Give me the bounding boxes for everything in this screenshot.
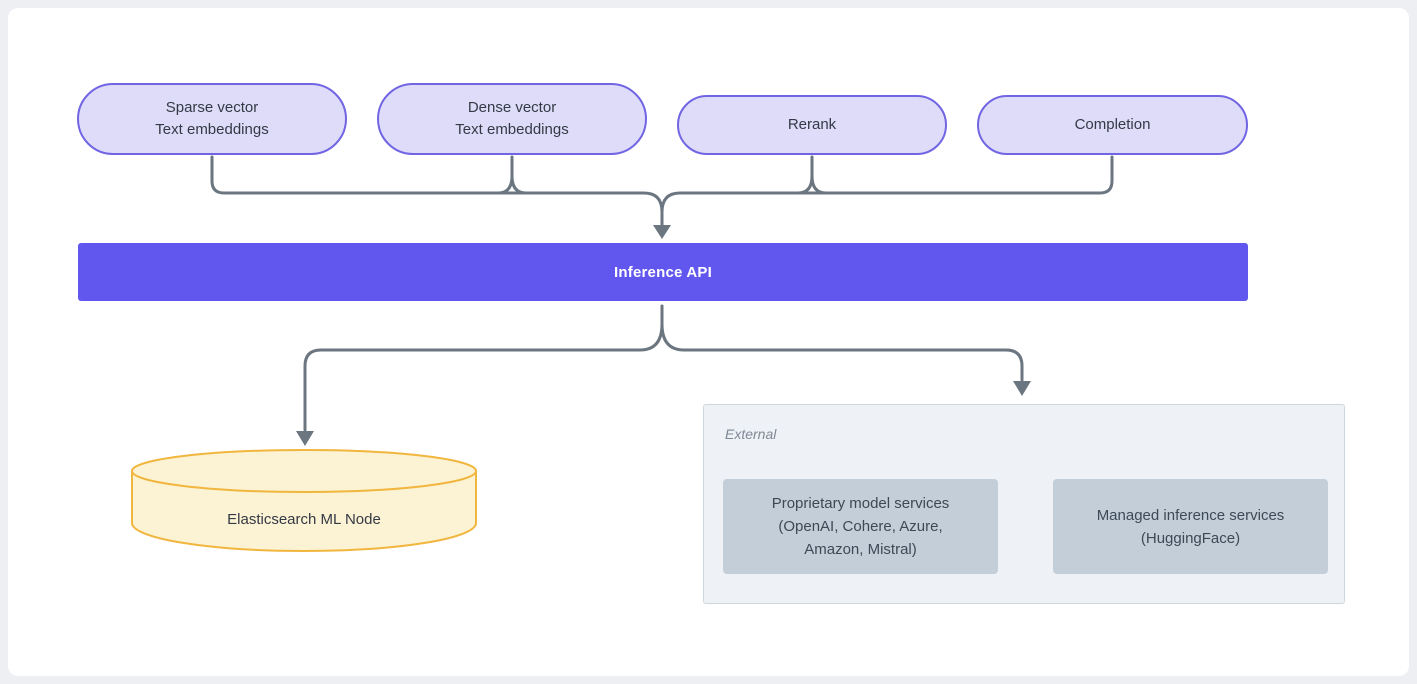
node-completion: Completion (977, 95, 1248, 155)
node-dense-vector-embeddings: Dense vector Text embeddings (377, 83, 647, 155)
node-managed-inference-services: Managed inference services (HuggingFace) (1053, 479, 1328, 574)
external-group-panel: External Proprietary model services (Ope… (703, 404, 1345, 604)
service-label-line: Amazon, Mistral) (804, 541, 917, 558)
node-label-line: Sparse vector (165, 99, 259, 116)
service-label-line: Proprietary model services (771, 495, 950, 512)
node-label-line: Completion (1074, 116, 1151, 133)
node-rerank: Rerank (677, 95, 947, 155)
inference-api-label: Inference API (614, 263, 712, 281)
service-label-line: Managed inference services (1096, 506, 1285, 524)
elasticsearch-ml-node-label: Elasticsearch ML Node (227, 511, 381, 528)
node-proprietary-model-services: Proprietary model services (OpenAI, Cohe… (723, 479, 998, 574)
node-label-line: Text embeddings (155, 121, 269, 138)
node-sparse-vector-embeddings: Sparse vector Text embeddings (77, 83, 347, 155)
node-label-line: Dense vector (467, 99, 557, 116)
service-label-line: (HuggingFace) (1140, 529, 1241, 547)
node-label-line: Rerank (787, 116, 837, 133)
external-group-title: External (725, 426, 777, 442)
service-label-line: (OpenAI, Cohere, Azure, (778, 518, 943, 535)
node-inference-api: Inference API (78, 243, 1248, 301)
node-label-line: Text embeddings (455, 121, 569, 138)
